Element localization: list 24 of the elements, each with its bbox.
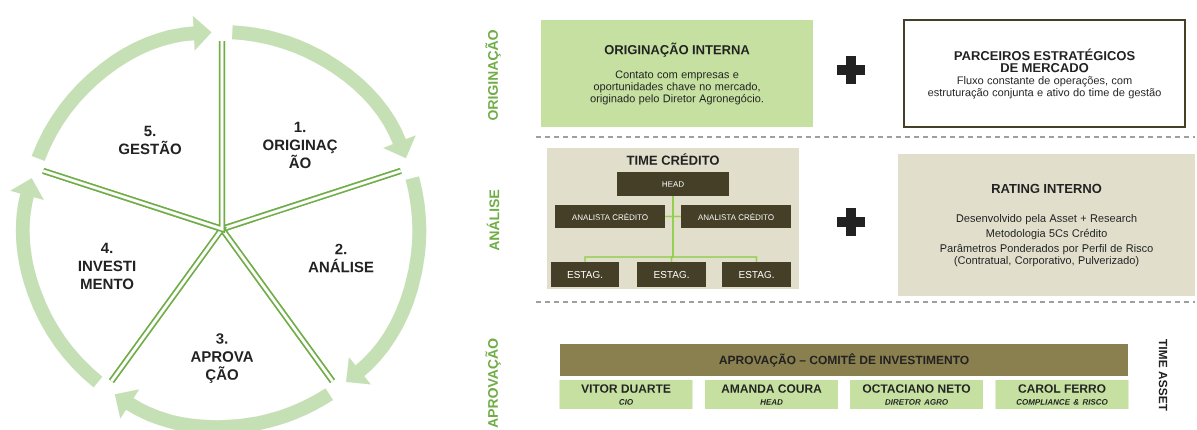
text-box: ORIGINAÇÃO INTERNA Contato com empresas e oportunidades chave no mercado, originado pelo Diretor Agronegócio.	[541, 20, 813, 127]
section-label: ORIGINAÇÃO	[485, 30, 501, 120]
org-line	[672, 195, 758, 263]
section-label: ANÁLISE	[486, 189, 500, 251]
member-box: OCTACIANO NETO DIRETOR AGRO	[850, 380, 983, 409]
member-box: AMANDA COURA HEAD	[705, 380, 838, 409]
node-label: 1.	[294, 121, 306, 133]
section-label: APROVAÇÃO	[485, 338, 501, 428]
text-box: RATING INTERNO Desenvolvido pela Asset + Research Metodologia 5Cs Crédito Parâmetros Ponderados por Perfil de Risco (Contratual, Corporativo, Pulverizado)	[898, 154, 1195, 296]
org-box: ANALISTA CRÉDITO	[681, 205, 791, 228]
org-box: ANALISTA CRÉDITO	[555, 205, 665, 228]
member-box: CAROL FERRO COMPLIANCE & RISCO	[995, 380, 1129, 409]
member-box: VITOR DUARTE CIO	[559, 380, 693, 409]
cycle-arrow	[10, 178, 103, 388]
cycle-arrow	[346, 176, 427, 385]
committee-bar: APROVAÇÃO – COMITÊ DE INVESTIMENTO	[560, 344, 1128, 376]
side-label: TIME ASSET	[1158, 339, 1168, 411]
node-label: ORIGINAÇ ÃO	[263, 139, 338, 169]
stage-sector: 5. GESTÃO	[42, 41, 226, 234]
text-box: PARCEIROS ESTRATÉGICOS DE MERCADO Fluxo constante de operações, com estruturação conjunta e ativo do time de gestão	[903, 19, 1186, 128]
org-box: HEAD	[617, 172, 729, 196]
org-box: ESTAG.	[637, 262, 706, 287]
org-box: ESTAG.	[551, 262, 619, 287]
org-box: ESTAG.	[722, 262, 791, 287]
